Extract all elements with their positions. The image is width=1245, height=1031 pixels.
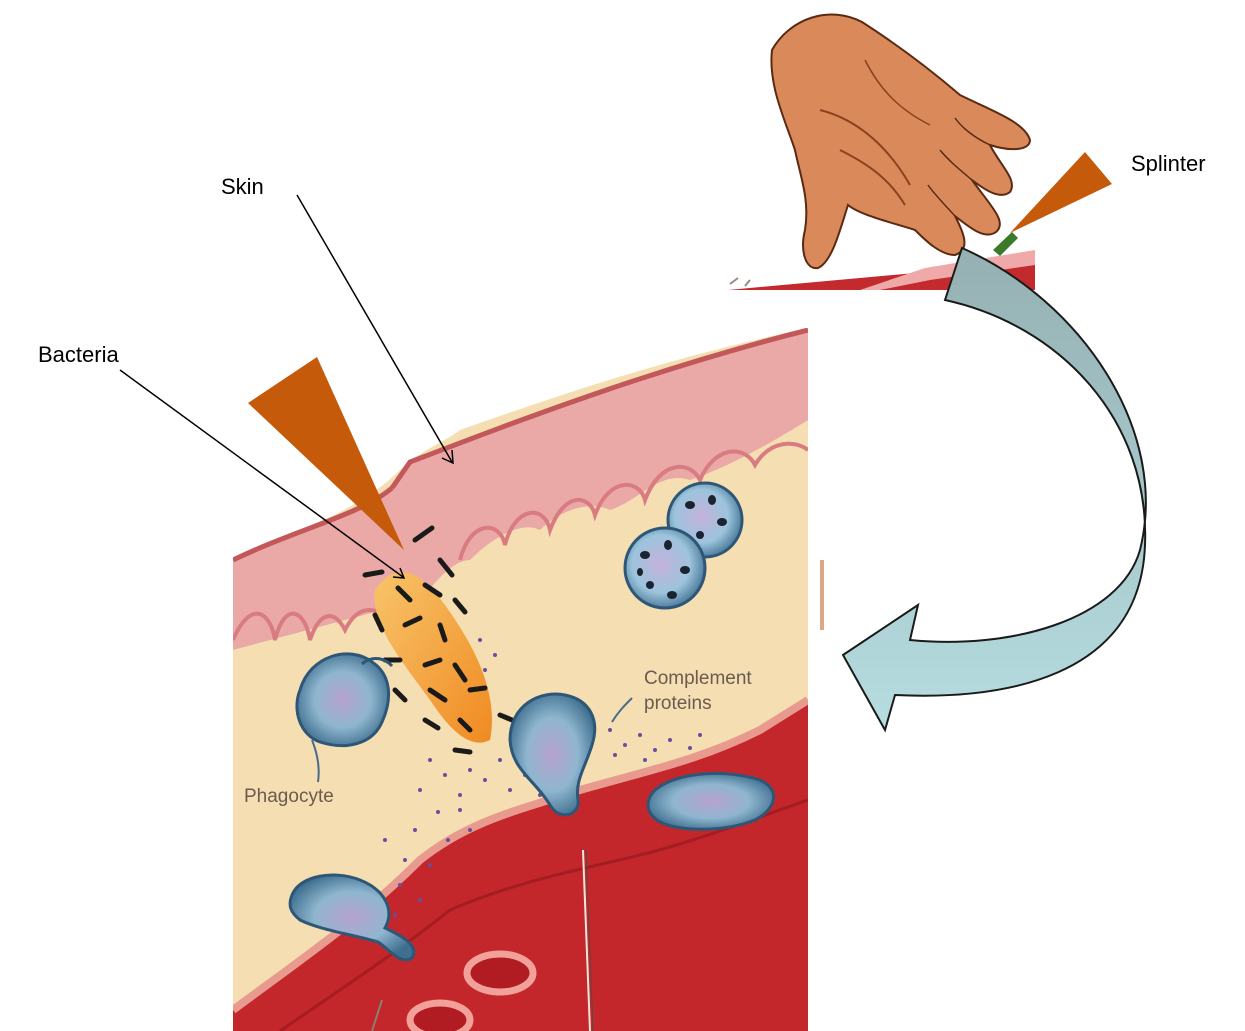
curved-arrow <box>843 248 1146 730</box>
hand-illustration <box>728 15 1035 290</box>
bacteria-label: Bacteria <box>38 342 119 368</box>
splinter-small-shape <box>1010 152 1112 233</box>
splinter-label: Splinter <box>1131 151 1206 177</box>
complement-proteins-label-line2: proteins <box>644 692 712 715</box>
skin-label: Skin <box>221 174 264 200</box>
phagocyte-label: Phagocyte <box>244 785 334 808</box>
inset-edge-sliver <box>820 560 824 630</box>
complement-proteins-label-line1: Complement <box>644 667 752 690</box>
